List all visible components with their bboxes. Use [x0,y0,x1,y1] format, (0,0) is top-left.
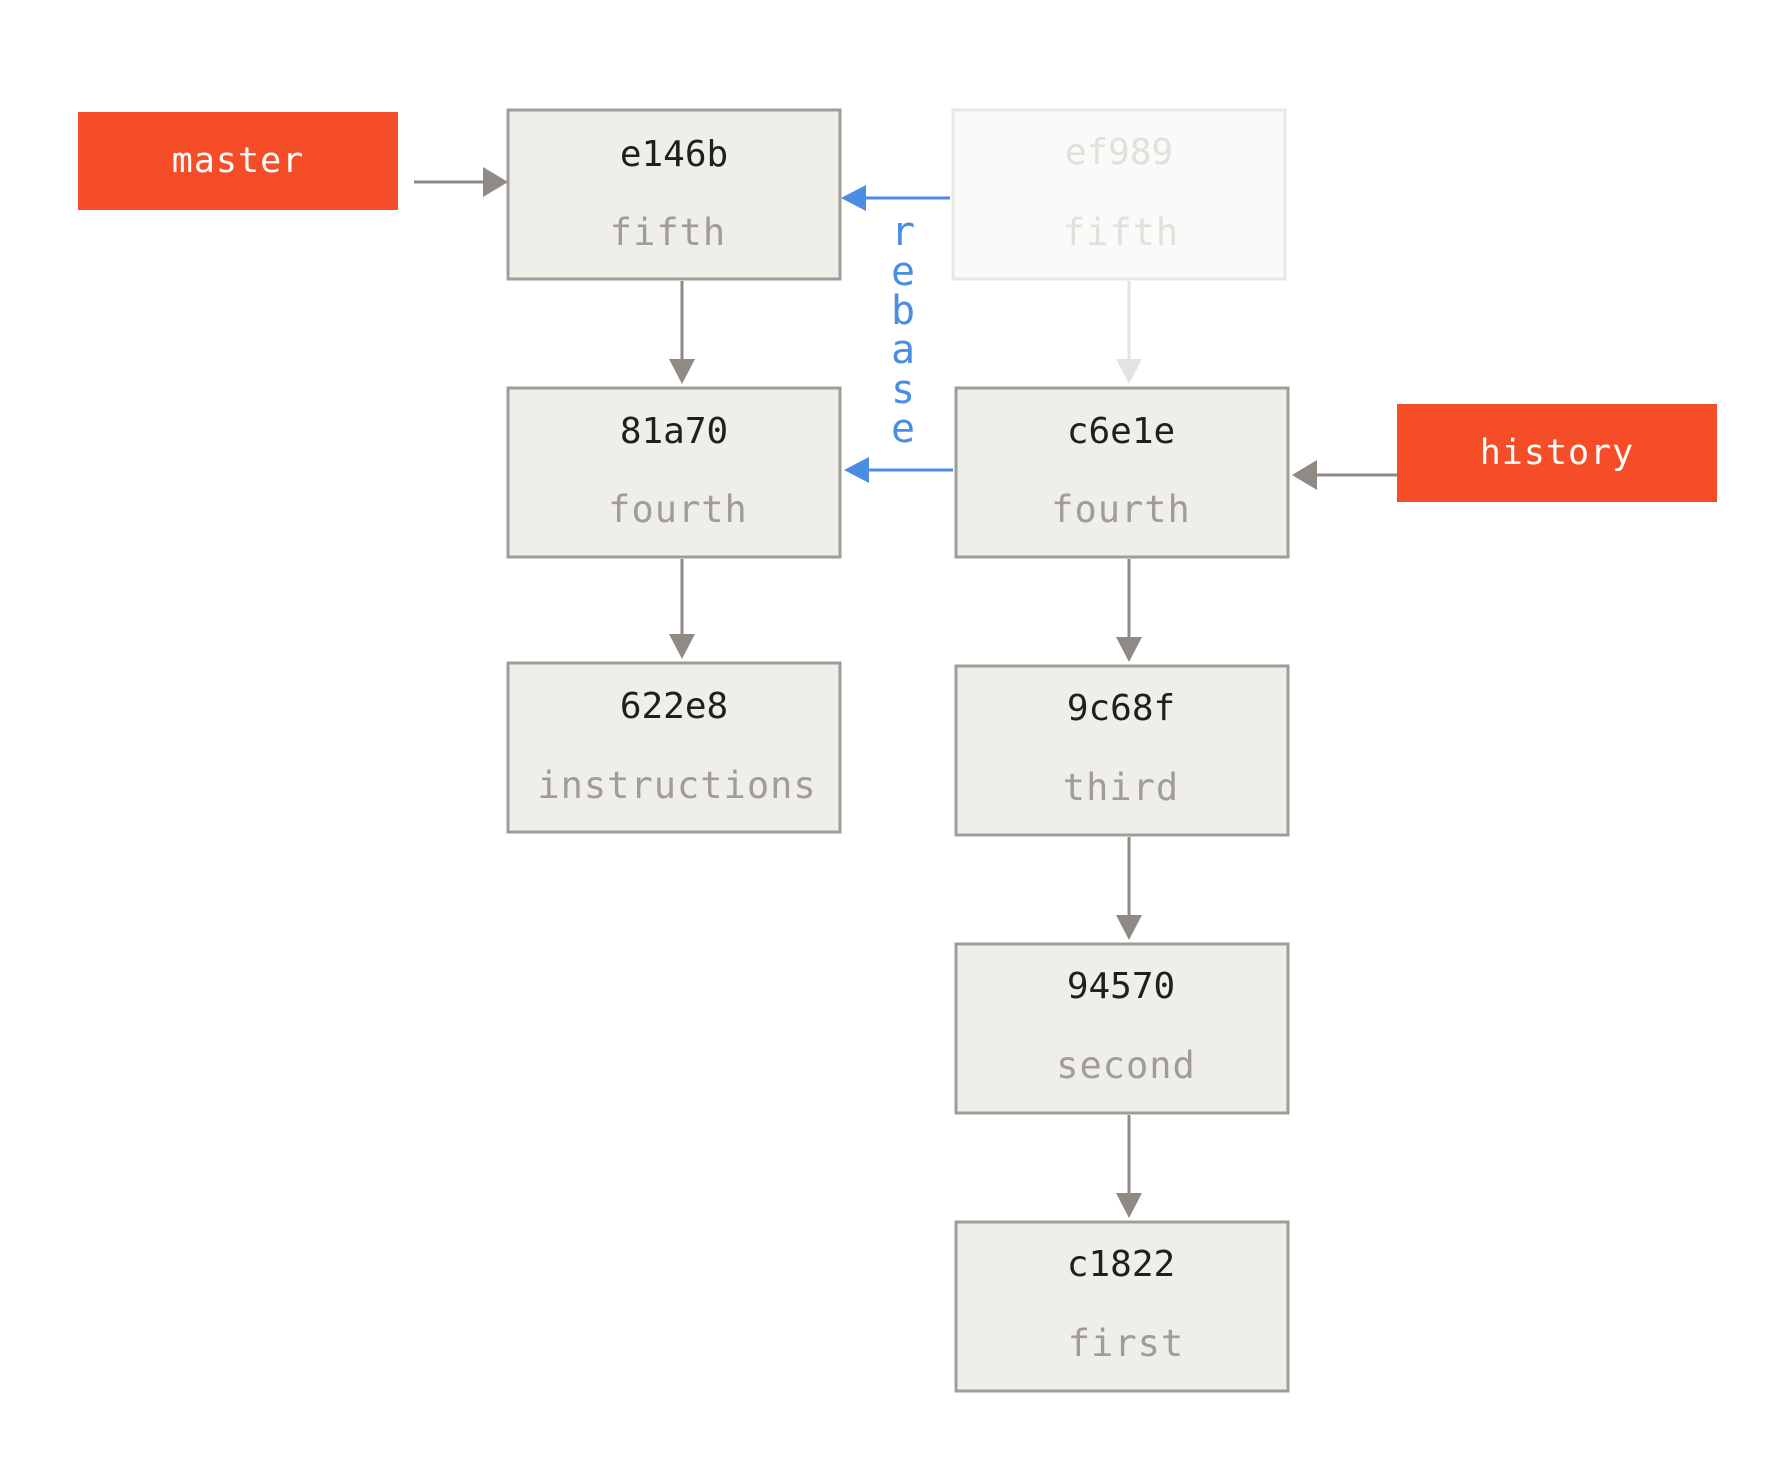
commit-hash: 81a70 [620,411,728,452]
commit-message: third [1063,766,1179,809]
commit-e146b: e146b fifth [506,108,842,281]
commit-hash: e146b [620,134,728,175]
commit-c6e1e: c6e1e fourth [954,386,1290,559]
commit-hash: 622e8 [620,686,728,727]
commit-message: fourth [1051,488,1191,531]
rebase-letter: b [891,288,915,334]
commit-hash: 94570 [1067,966,1175,1007]
arrow-ef989-to-c6e1e [1116,281,1142,384]
arrow-9c68f-to-94570 [1116,837,1142,940]
rebase-letter: r [891,209,915,255]
commit-message: instructions [537,764,816,807]
commit-hash: c6e1e [1067,411,1175,452]
rebase-arrow-ef989-to-e146b [841,185,950,211]
commit-81a70: 81a70 fourth [506,386,842,559]
commit-message: fifth [610,211,726,254]
commit-message: fifth [1063,211,1179,254]
rebase-letter: e [891,406,915,452]
rebase-letter: e [891,249,915,295]
commit-hash: c1822 [1067,1244,1175,1285]
rebase-letter: a [891,327,915,373]
rebase-letter: s [891,367,915,413]
branch-history: history [1397,404,1717,502]
commit-hash: ef989 [1065,132,1173,173]
arrow-e146b-to-81a70 [669,281,695,384]
commit-message: fourth [608,488,748,531]
commit-message: second [1056,1044,1196,1087]
branch-label-history: history [1480,433,1635,473]
commit-622e8: 622e8 instructions [506,661,842,834]
commit-hash: 9c68f [1067,688,1175,729]
arrow-history-to-c6e1e [1292,460,1397,490]
commit-ef989: ef989 fifth [951,108,1287,281]
commit-9c68f: 9c68f third [954,664,1290,837]
commit-message: first [1068,1322,1184,1365]
branch-master: master [78,112,398,210]
commit-c1822: c1822 first [954,1220,1290,1393]
rebase-arrow-c6e1e-to-81a70 [844,457,953,483]
arrow-81a70-to-622e8 [669,559,695,659]
rebase-label: r e b a s e [891,209,915,452]
arrow-c6e1e-to-9c68f [1116,559,1142,662]
branch-label-master: master [172,141,304,181]
arrow-94570-to-c1822 [1116,1115,1142,1218]
arrow-master-to-e146b [414,167,508,197]
commit-94570: 94570 second [954,942,1290,1115]
